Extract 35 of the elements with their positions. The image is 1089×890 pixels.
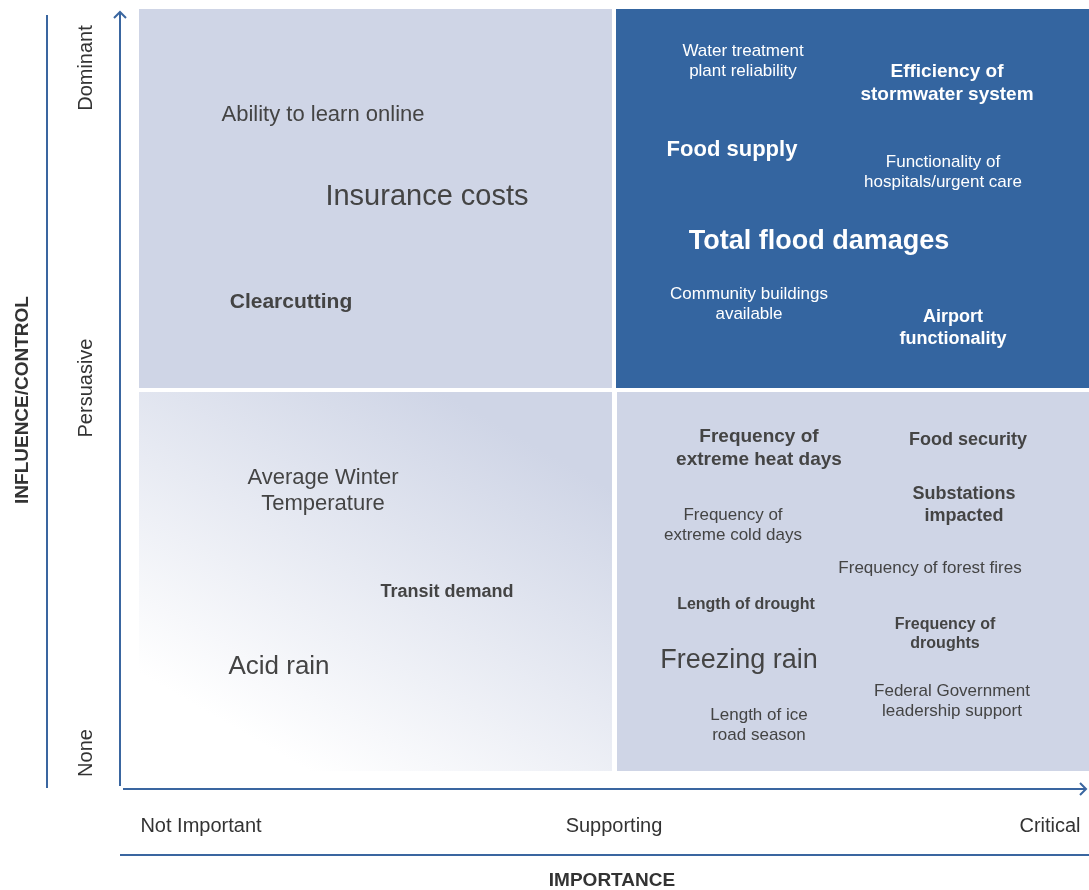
axis-tick-label: Persuasive bbox=[73, 338, 97, 438]
matrix-item-text: Airport functionality bbox=[898, 306, 1008, 350]
matrix-item-text: Ability to learn online bbox=[220, 100, 426, 128]
matrix-item-text: Food security bbox=[908, 429, 1028, 451]
axis-title: IMPORTANCE bbox=[548, 869, 676, 890]
quadrant-panel bbox=[139, 9, 612, 388]
matrix-item-text: Frequency of forest fires bbox=[837, 557, 1023, 579]
matrix-item-text: Substations impacted bbox=[911, 483, 1017, 527]
matrix-item-text: Freezing rain bbox=[659, 642, 819, 676]
matrix-item-text: Total flood damages bbox=[687, 223, 951, 257]
matrix-item-text: Length of drought bbox=[676, 594, 816, 614]
matrix-item-text: Clearcutting bbox=[228, 288, 354, 314]
matrix-item-text: Frequency of extreme cold days bbox=[663, 504, 803, 546]
matrix-item-text: Water treatment plant reliability bbox=[681, 40, 805, 82]
axis-tick-label: Critical bbox=[1019, 813, 1081, 837]
matrix-item-text: Insurance costs bbox=[324, 177, 530, 213]
quadrant-panel bbox=[617, 392, 1089, 771]
axis-tick-label: None bbox=[73, 729, 97, 777]
matrix-item-text: Functionality of hospitals/urgent care bbox=[863, 151, 1023, 193]
matrix-item-text: Frequency of droughts bbox=[893, 613, 997, 653]
matrix-item-text: Federal Government leadership support bbox=[873, 680, 1031, 722]
axis-tick-label: Supporting bbox=[565, 813, 663, 837]
matrix-item-text: Acid rain bbox=[227, 650, 331, 682]
matrix-item-text: Efficiency of stormwater system bbox=[859, 60, 1035, 106]
matrix-item-text: Transit demand bbox=[379, 581, 515, 603]
axis-tick-label: Dominant bbox=[73, 25, 97, 111]
axis-tick-label: Not Important bbox=[140, 813, 262, 837]
matrix-item-text: Length of ice road season bbox=[709, 704, 809, 746]
matrix-item-text: Average Winter Temperature bbox=[246, 463, 400, 517]
matrix-item-text: Food supply bbox=[665, 135, 799, 163]
quadrant-panel bbox=[616, 9, 1089, 388]
quadrant-panel bbox=[139, 392, 612, 771]
matrix-item-text: Frequency of extreme heat days bbox=[675, 425, 843, 471]
matrix-item-text: Community buildings available bbox=[669, 283, 829, 325]
axis-title: INFLUENCE/CONTROL bbox=[11, 296, 33, 504]
